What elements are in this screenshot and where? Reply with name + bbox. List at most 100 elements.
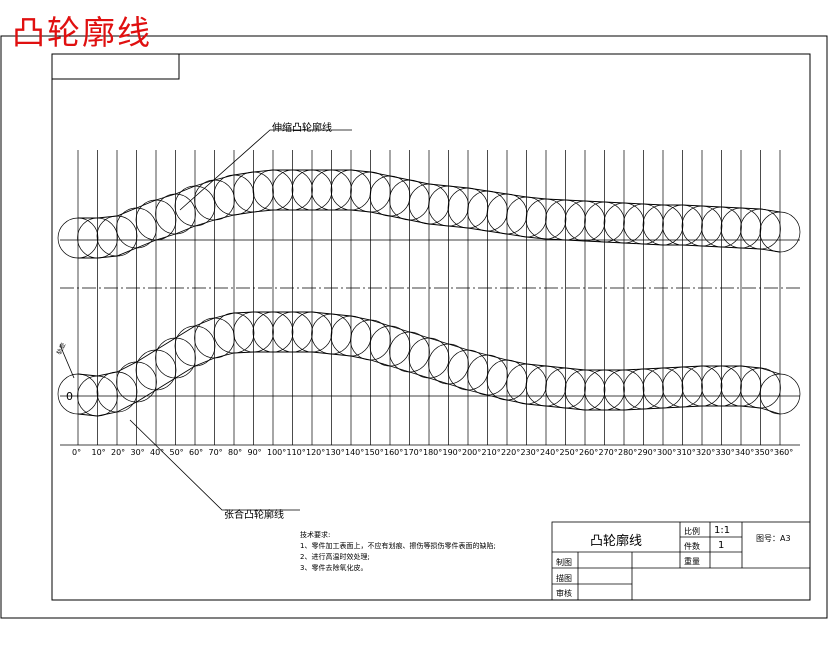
angle-tick-label: 0° [72,448,82,457]
angle-tick-label: 280° [618,448,638,457]
roller-circle [155,337,196,379]
checked-by-label: 审核 [556,589,572,598]
angle-tick-label: 170° [403,448,423,457]
roller-circle [311,169,352,211]
drawing-title: 凸轮廓线 [12,13,152,52]
roller-circle [350,171,391,213]
angle-tick-label: 270° [598,448,618,457]
roller-circle [57,217,99,259]
roller-circle [564,200,606,242]
roller-circle [623,203,664,245]
title-block-frame [551,521,811,601]
angle-tick-label: 20° [111,448,126,457]
roller-circle [545,199,586,241]
roller-circle [428,185,469,227]
angle-tick-label: 180° [423,448,443,457]
angle-tick-label: 150° [364,448,384,457]
roller-circle [662,204,703,246]
angle-tick-label: 320° [696,448,716,457]
outer-border [0,35,828,619]
drawn-by-label: 制图 [556,558,572,567]
angle-tick-label: 340° [735,448,755,457]
roller-circle [389,331,430,373]
inner-border [51,53,811,601]
roller-circle [428,343,469,385]
drawing-number: 图号：A3 [756,534,791,543]
angle-tick-label: 310° [676,448,696,457]
roller-circle [116,361,157,403]
roller-circle [174,325,216,367]
roller-circle [233,311,274,353]
roller-circle [506,196,547,238]
roller-circle [272,169,313,211]
angle-tick-label: 30° [130,448,145,457]
lower-cam-profile [57,311,801,417]
count-value: 1 [718,540,725,551]
angle-tick-label: 190° [442,448,462,457]
upper-leader-line [179,129,352,211]
angle-tick-label: 250° [559,448,579,457]
angle-tick-label: 80° [228,448,243,457]
roller-circle [603,202,645,244]
angle-tick-label: 220° [501,448,521,457]
angle-tick-label: 100° [267,448,287,457]
count-label: 件数 [684,542,700,551]
roller-circle [291,311,333,353]
roller-circle [369,325,411,367]
scale-value: 1:1 [714,525,731,536]
roller-circle [506,363,547,405]
roller-circle [96,215,138,257]
top-left-box [51,53,180,80]
roller-circle [213,174,255,216]
angle-tick-label: 40° [150,448,165,457]
roller-circle [135,349,177,391]
angle-tick-label: 70° [208,448,223,457]
roller-circle [740,367,781,409]
angle-tick-label: 360° [774,448,794,457]
roller-circle [330,315,372,357]
roller-circle [701,365,742,407]
roller-circle [720,207,762,249]
angle-tick-label: 240° [540,448,560,457]
roller-circle [681,365,723,407]
technical-notes: 技术要求: 1、零件加工表面上，不应有划痕、擦伤等损伤零件表面的缺陷; 2、进行… [300,530,496,574]
angle-tick-label: 160° [384,448,404,457]
roller-circle [486,193,528,235]
roller-circle [642,367,684,409]
angle-tick-label: 300° [657,448,677,457]
roller-circle [623,368,664,410]
angle-tick-label: 120° [306,448,326,457]
upper-cam-profile [57,169,801,259]
angle-tick-label: 330° [715,448,735,457]
roller-circle [369,175,411,217]
roller-circle [350,319,391,361]
angle-tick-label: 110° [286,448,306,457]
roller-circle [584,201,625,243]
roller-circle [252,311,294,353]
traced-by-label: 描图 [556,574,572,583]
roller-circle [759,373,801,415]
angle-tick-label: 210° [481,448,501,457]
roller-circle [194,179,235,221]
roller-circle [233,171,274,213]
roller-circle [135,199,177,241]
roller-circle [662,366,703,408]
roller-circle [213,312,255,354]
roller-circle [252,169,294,211]
angle-tick-label: 90° [247,448,262,457]
roller-circle [77,217,118,259]
roller-circle [467,354,508,396]
roller-circle [681,205,723,247]
roller-circle [447,349,489,391]
roller-circle [291,169,333,211]
roller-circle [603,369,645,411]
roller-circle [116,207,157,249]
angle-tick-label: 260° [579,448,599,457]
angle-tick-label: 60° [189,448,204,457]
notes-heading: 技术要求: [300,531,331,539]
roller-circle [408,183,450,225]
roller-circle [584,369,625,411]
angle-tick-label: 10° [91,448,106,457]
note-item: 1、零件加工表面上，不应有划痕、擦伤等损伤零件表面的缺陷; [300,542,496,550]
